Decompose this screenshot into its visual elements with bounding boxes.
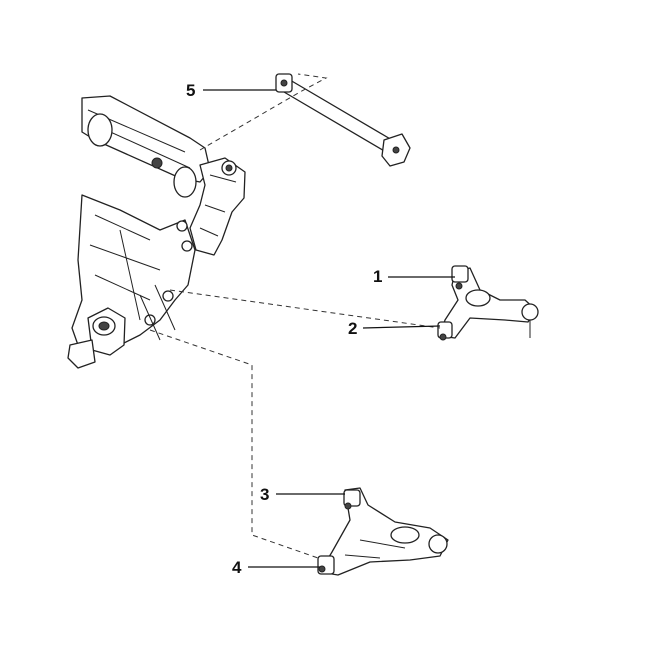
subframe: [67, 95, 246, 369]
leader-lines: [203, 89, 455, 568]
lateral-link: [275, 73, 411, 167]
upper-control-arm: [437, 265, 539, 341]
callout-5: 5: [186, 81, 196, 100]
lower-control-arm: [317, 487, 449, 576]
callout-4: 4: [232, 558, 242, 577]
callout-3: 3: [260, 485, 270, 504]
assembly-lines: [149, 73, 441, 559]
callout-2: 2: [348, 319, 358, 338]
callout-1: 1: [373, 267, 383, 286]
